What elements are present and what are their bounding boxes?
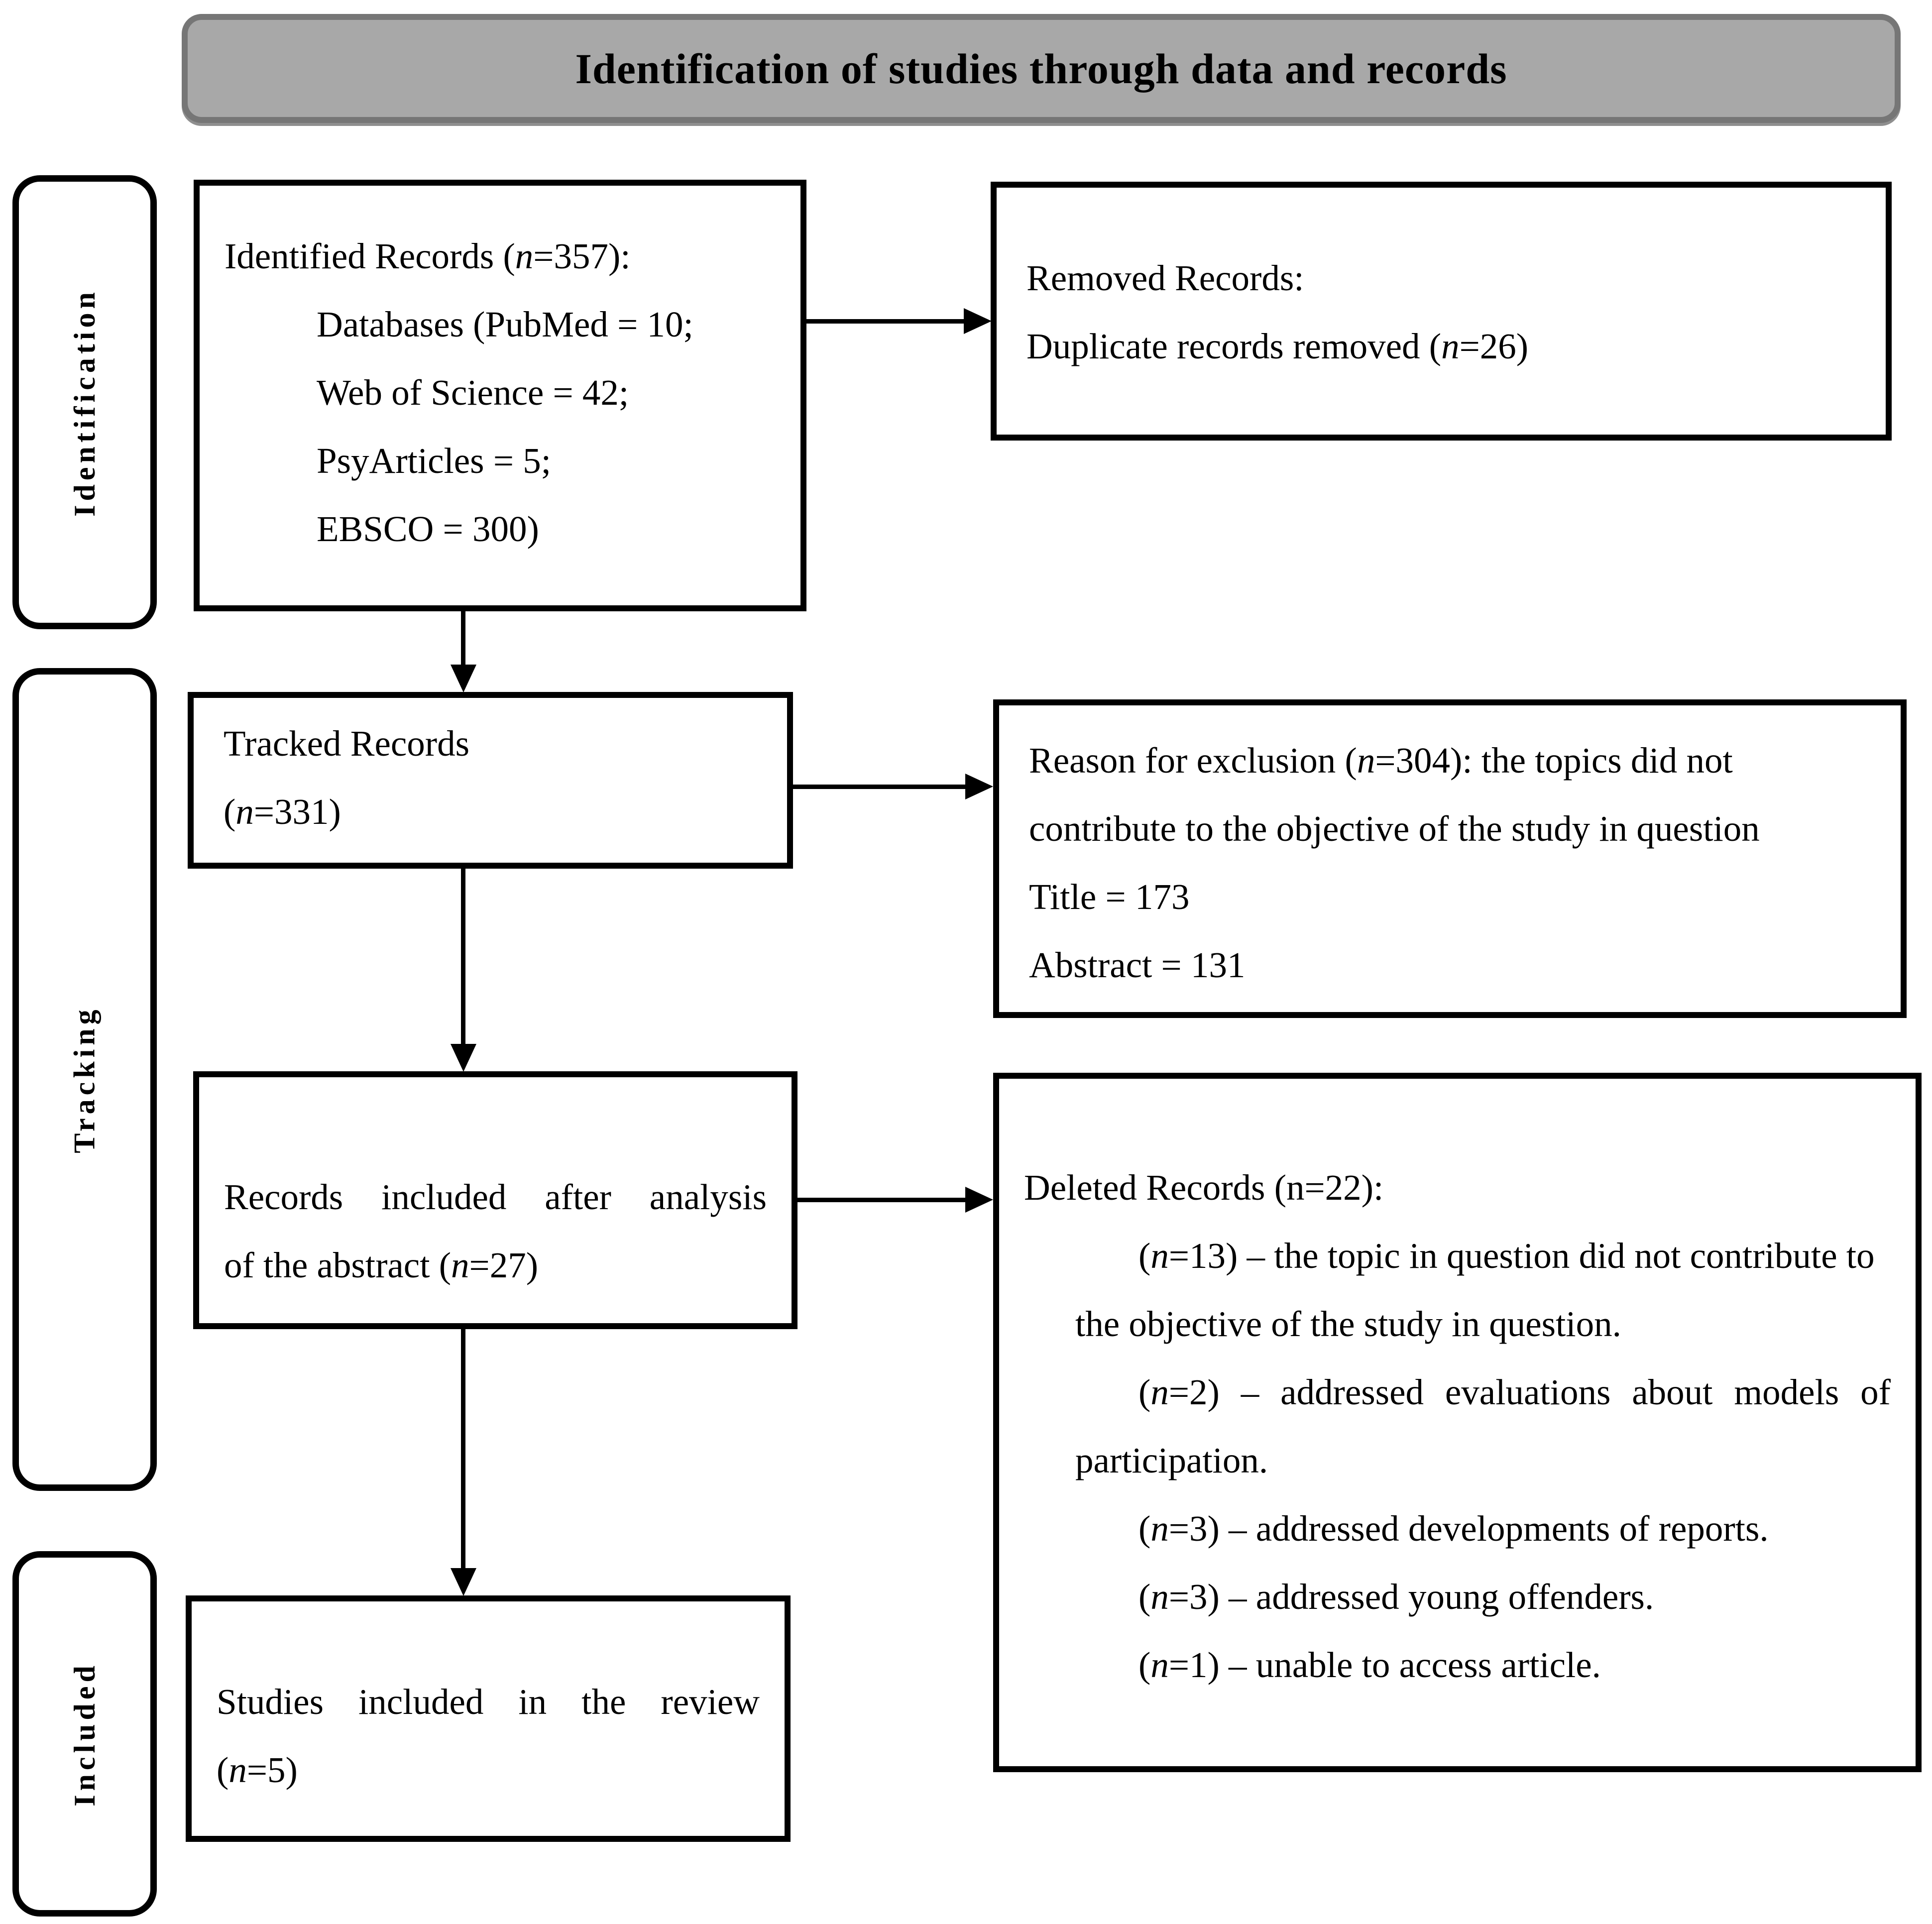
text-line: Tracked Records <box>224 723 469 764</box>
arrow-head-icon <box>451 1568 476 1596</box>
text-line: (n=3) – addressed young offenders. <box>1138 1577 1654 1617</box>
arrow-head-icon <box>964 308 992 334</box>
text-line: Records included after analysis <box>224 1177 767 1217</box>
text-line: (n=2) – addressed evaluations about mode… <box>1138 1372 1891 1412</box>
text-line: Reason for exclusion (n=304): the topics… <box>1029 740 1733 781</box>
text-line: PsyArticles = 5; <box>317 441 552 481</box>
arrow-line <box>797 1198 967 1202</box>
text-line: participation. <box>1075 1440 1268 1480</box>
text-line: the objective of the study in question. <box>1075 1304 1621 1344</box>
box-tracked-records: Tracked Records (n=331) <box>188 692 793 869</box>
text-line: of the abstract (n=27) <box>224 1245 539 1285</box>
text-line: (n=3) – addressed developments of report… <box>1138 1508 1769 1549</box>
arrow-head-icon <box>451 1044 476 1072</box>
text-line: (n=13) – the topic in question did not c… <box>1138 1236 1875 1276</box>
text-line: Abstract = 131 <box>1029 945 1246 985</box>
stage-included-label: Included <box>68 1661 101 1807</box>
arrow-line <box>806 319 966 324</box>
text-line: Databases (PubMed = 10; <box>317 304 693 344</box>
arrow-line <box>793 785 967 789</box>
arrow-head-icon <box>965 774 993 799</box>
stage-identification-label: Identification <box>68 288 101 517</box>
arrow-line <box>461 1329 465 1569</box>
text-line: Web of Science = 42; <box>317 372 629 413</box>
text-line: Deleted Records (n=22): <box>1024 1167 1384 1208</box>
text-line: Removed Records: <box>1026 258 1304 298</box>
box-deleted-records: Deleted Records (n=22): (n=13) – the top… <box>993 1073 1922 1772</box>
arrow-head-icon <box>965 1187 993 1213</box>
text-line: (n=331) <box>224 792 341 832</box>
box-exclusion-reason: Reason for exclusion (n=304): the topics… <box>993 699 1907 1018</box>
box-studies-included: Studies included in the review (n=5) <box>186 1595 791 1842</box>
title-banner: Identification of studies through data a… <box>182 14 1901 123</box>
box-removed-records: Removed Records: Duplicate records remov… <box>991 182 1892 441</box>
arrow-line <box>461 611 465 666</box>
text-line: Identified Records (n=357): <box>225 236 631 276</box>
arrow-line <box>461 869 465 1045</box>
text-line: Title = 173 <box>1029 877 1190 917</box>
text-line: contribute to the objective of the study… <box>1029 808 1760 849</box>
stage-included: Included <box>12 1551 157 1917</box>
text-line: Duplicate records removed (n=26) <box>1026 326 1529 366</box>
arrow-head-icon <box>451 665 476 692</box>
stage-tracking-label: Tracking <box>68 1006 101 1153</box>
text-line: (n=1) – unable to access article. <box>1138 1645 1601 1685</box>
stage-tracking: Tracking <box>12 668 157 1491</box>
text-line: Studies included in the review <box>217 1682 760 1722</box>
box-identified-records: Identified Records (n=357): Databases (P… <box>194 180 806 611</box>
stage-identification: Identification <box>12 175 157 629</box>
text-line: EBSCO = 300) <box>317 509 539 549</box>
text-line: (n=5) <box>217 1750 298 1790</box>
box-records-after-abstract-analysis: Records included after analysis of the a… <box>193 1071 797 1329</box>
page-title: Identification of studies through data a… <box>575 44 1507 93</box>
